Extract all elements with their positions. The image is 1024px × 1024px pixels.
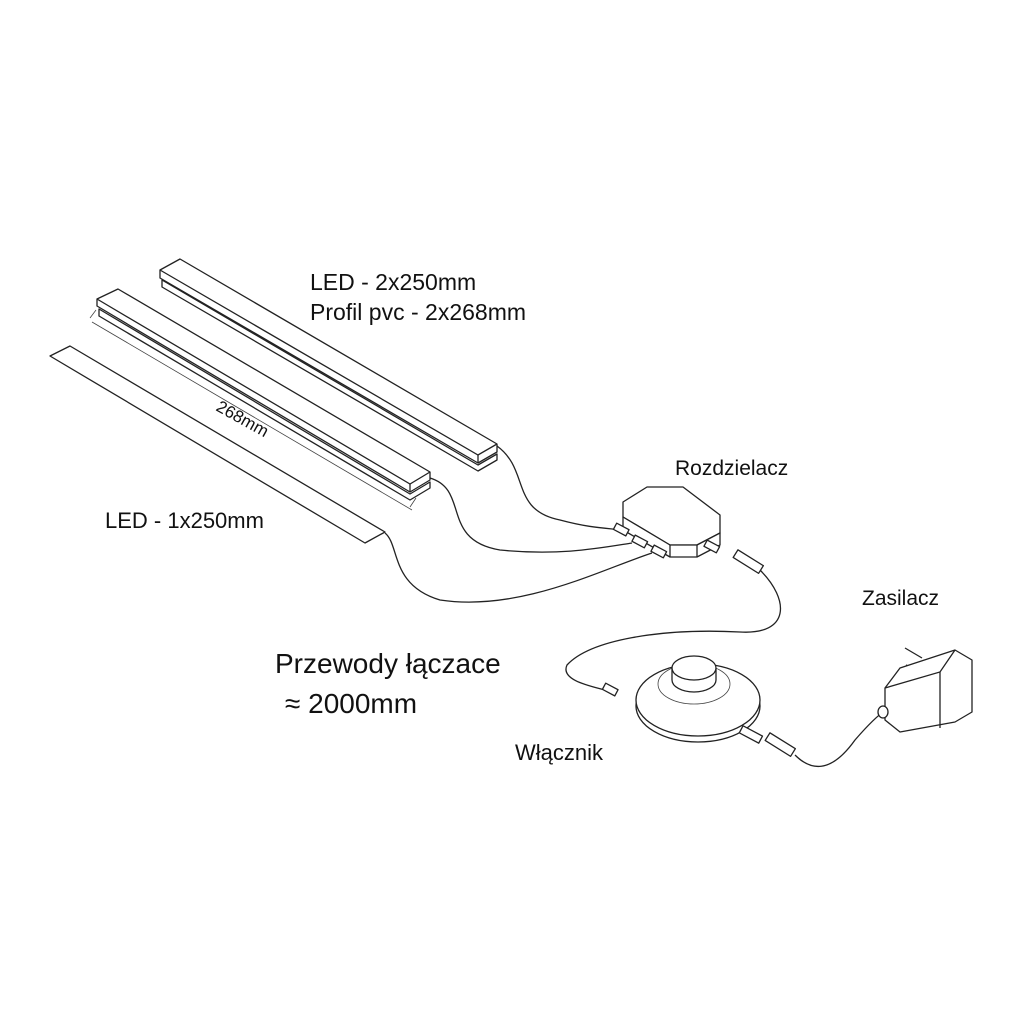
label-power-supply: Zasilacz bbox=[862, 587, 939, 610]
label-led-bottom: LED - 1x250mm bbox=[105, 508, 264, 533]
dimension-line bbox=[89, 309, 417, 511]
led-profile-top bbox=[159, 258, 498, 472]
label-splitter: Rozdzielacz bbox=[675, 457, 788, 480]
led-profile-middle bbox=[96, 288, 431, 501]
foot-switch bbox=[635, 655, 797, 757]
label-switch: Włącznik bbox=[515, 740, 604, 765]
splitter bbox=[612, 486, 765, 574]
label-cables: Przewody łączace bbox=[275, 648, 501, 679]
cable-connector bbox=[601, 682, 619, 697]
label-cable-length: ≈ 2000mm bbox=[285, 688, 417, 719]
label-profile: Profil pvc - 2x268mm bbox=[310, 299, 526, 325]
wires bbox=[384, 445, 887, 767]
led-strip-bottom bbox=[49, 345, 386, 544]
label-led-top: LED - 2x250mm bbox=[310, 269, 476, 295]
power-adapter bbox=[877, 647, 973, 733]
